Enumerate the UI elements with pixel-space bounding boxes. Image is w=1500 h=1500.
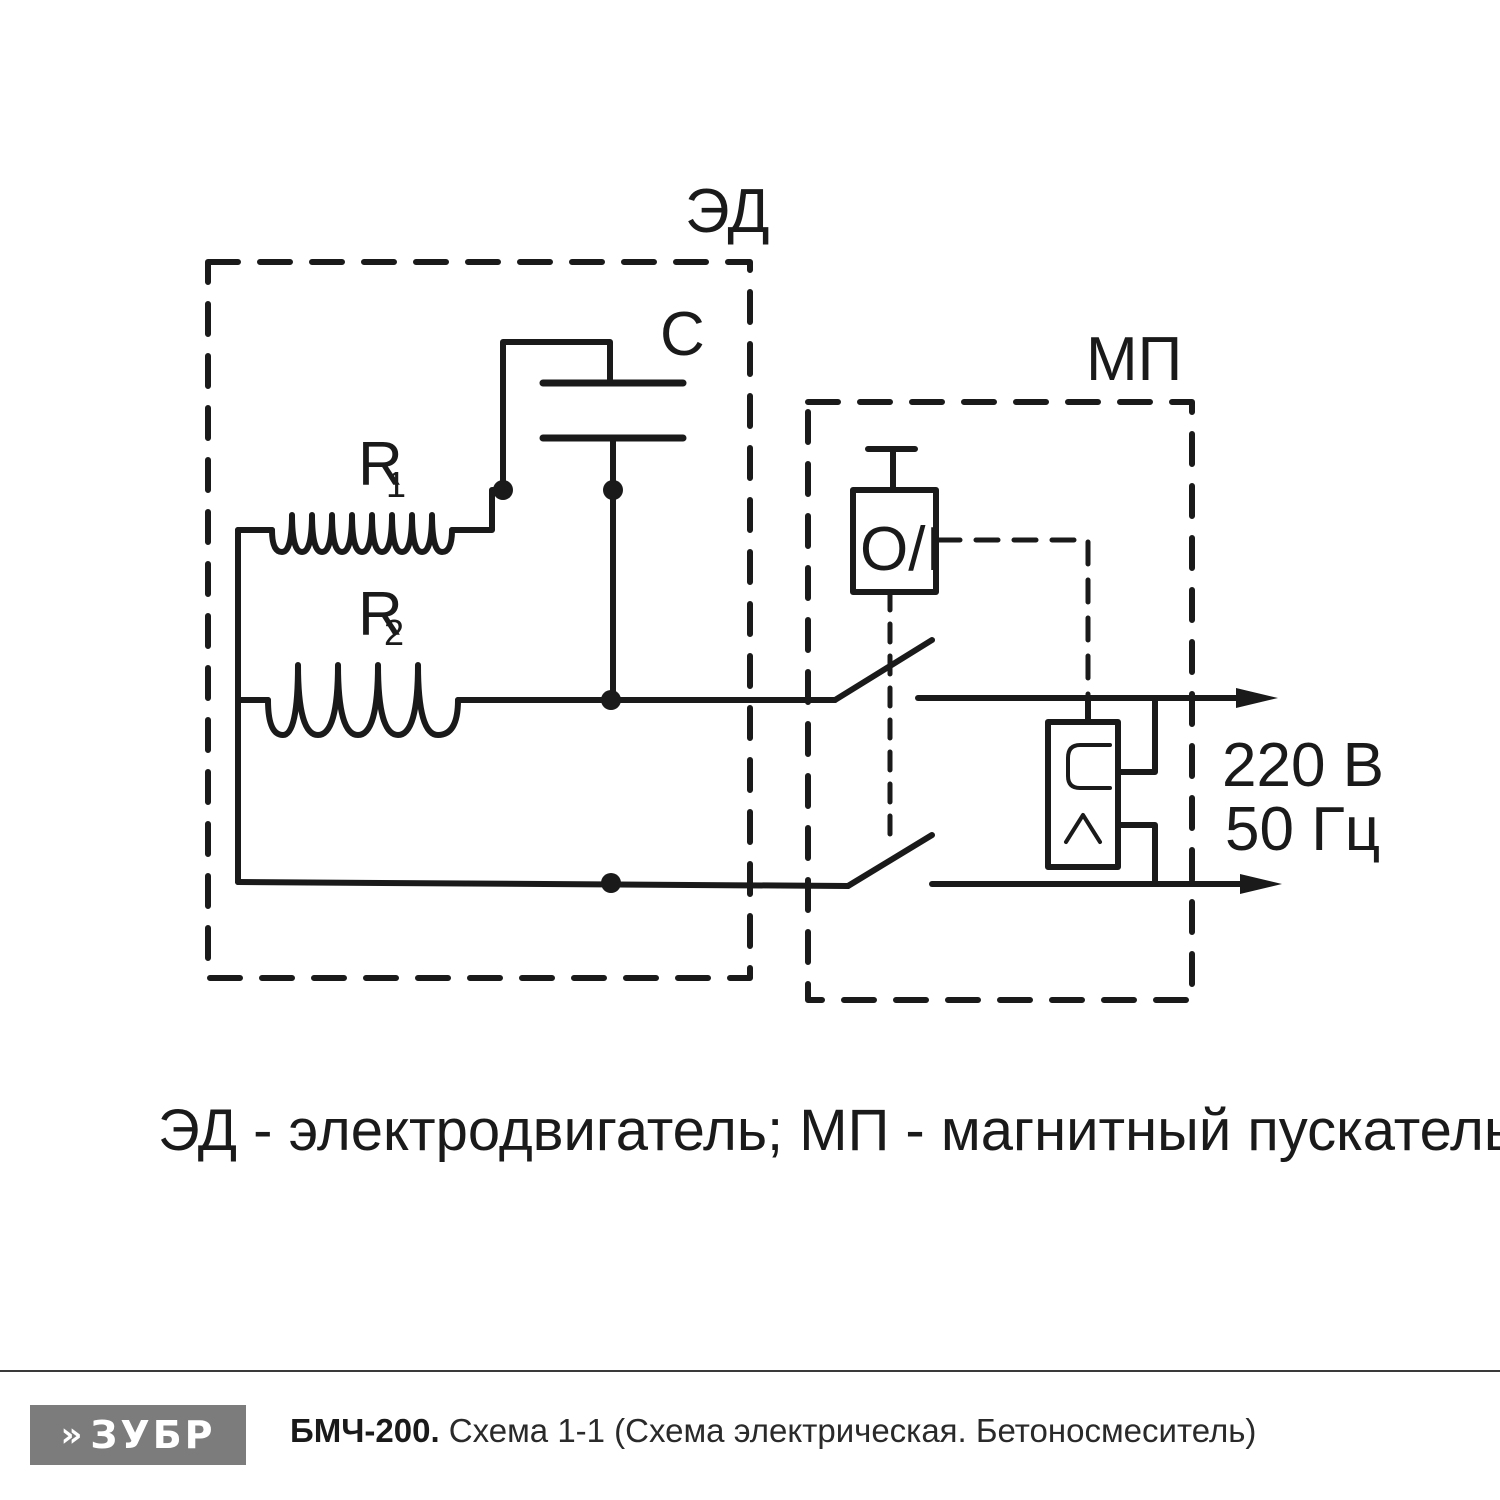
r1-winding <box>269 512 455 555</box>
footer-divider <box>0 1370 1500 1372</box>
diagram-caption: ЭД - электродвигатель; МП - магнитный пу… <box>158 1098 1500 1163</box>
brand-logo: » ЗУБР <box>30 1405 246 1465</box>
switch-contact-top <box>832 637 935 703</box>
label-ed: ЭД <box>685 177 770 246</box>
r2-winding <box>265 662 461 738</box>
junction-dot <box>603 480 623 500</box>
neutral-wire <box>235 879 851 889</box>
label-c: C <box>660 300 705 369</box>
junction-dot <box>493 480 513 500</box>
push-button-stem <box>865 446 918 493</box>
switch-contact-bottom <box>845 832 935 889</box>
arrowhead-bottom <box>1240 874 1282 894</box>
thermal-relay-box <box>1045 719 1121 870</box>
model-name: БМЧ-200. <box>290 1412 440 1449</box>
label-r1: R <box>358 430 403 499</box>
footer-title: БМЧ-200. Схема 1-1 (Схема электрическая.… <box>290 1412 1256 1450</box>
junction-dot <box>601 873 621 893</box>
arrowhead-top <box>1236 688 1278 708</box>
label-mp: МП <box>1086 325 1182 394</box>
label-r1-sub: 1 <box>386 464 406 505</box>
control-link-dashed <box>935 537 1091 701</box>
label-switch: O/I <box>860 515 943 584</box>
relay-wire-top <box>1115 695 1158 775</box>
junction-dot <box>601 690 621 710</box>
double-chevron-right-icon: » <box>60 1415 83 1455</box>
motor-boundary <box>205 259 753 981</box>
label-voltage: 220 В <box>1222 731 1384 800</box>
relay-wire-bottom <box>1115 822 1158 887</box>
relay-element-symbol <box>1064 743 1112 844</box>
label-r2: R <box>358 580 403 649</box>
scheme-description: Схема 1-1 (Схема электрическая. Бетоносм… <box>439 1412 1257 1449</box>
label-r2-sub: 2 <box>384 612 404 653</box>
brand-logo-text: ЗУБР <box>90 1413 216 1457</box>
label-frequency: 50 Гц <box>1225 795 1380 864</box>
